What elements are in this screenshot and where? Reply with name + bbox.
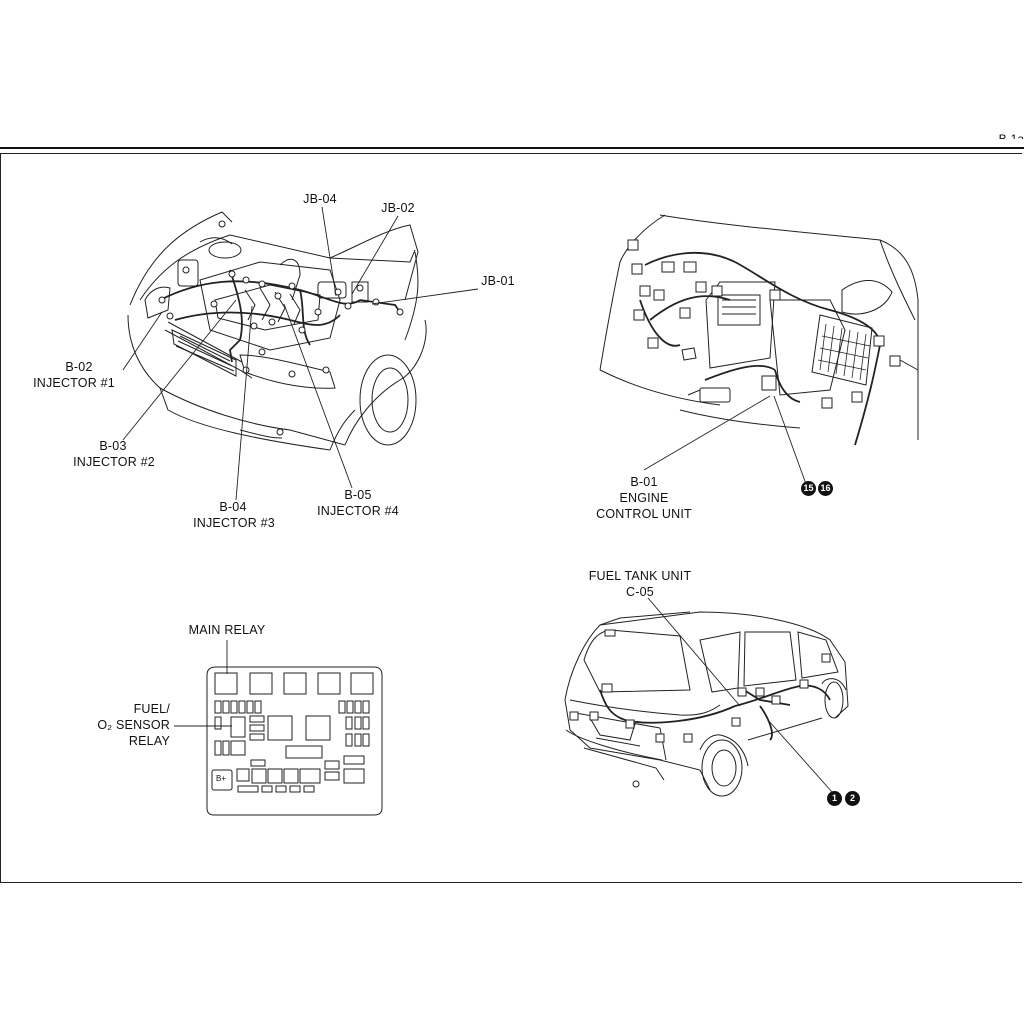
fuel-relay-label-line2: O₂ SENSOR — [97, 718, 170, 732]
relay-box-illustration — [174, 640, 383, 816]
jb04-label: JB-04 — [303, 192, 337, 206]
fuel-relay-label-line3: RELAY — [128, 734, 170, 748]
ecu-location-illustration — [599, 214, 919, 485]
fuel-relay-label-line1: FUEL/ — [133, 702, 170, 716]
b03-name-label: INJECTOR #2 — [73, 455, 155, 469]
page-reference: B-1a — [998, 132, 1024, 146]
ecu-line2-label: CONTROL UNIT — [596, 507, 692, 521]
connector-badge-16: 16 — [818, 481, 833, 496]
jb01-label: JB-01 — [481, 274, 515, 288]
b02-name-label: INJECTOR #1 — [33, 376, 115, 390]
jb02-label: JB-02 — [381, 201, 415, 215]
b04-code-label: B-04 — [219, 500, 247, 514]
connector-badge-1: 1 — [827, 791, 842, 806]
b05-code-label: B-05 — [344, 488, 372, 502]
main-relay-label: MAIN RELAY — [188, 623, 266, 637]
b02-code-label: B-02 — [65, 360, 93, 374]
ecu-code-label: B-01 — [630, 475, 658, 489]
diagram-frame — [0, 153, 1022, 883]
b05-name-label: INJECTOR #4 — [317, 504, 399, 518]
b04-name-label: INJECTOR #3 — [193, 516, 275, 530]
battery-terminal-label: B+ — [216, 774, 227, 783]
engine-bay-illustration — [122, 206, 479, 501]
connector-badge-15: 15 — [801, 481, 816, 496]
ecu-line1-label: ENGINE — [619, 491, 669, 505]
header-rule — [0, 147, 1024, 149]
fuel-tank-label-line1: FUEL TANK UNIT — [588, 569, 692, 583]
rear-vehicle-illustration — [564, 597, 849, 797]
b03-code-label: B-03 — [99, 439, 127, 453]
connector-badge-2: 2 — [845, 791, 860, 806]
fuel-tank-label-line2: C-05 — [626, 585, 654, 599]
